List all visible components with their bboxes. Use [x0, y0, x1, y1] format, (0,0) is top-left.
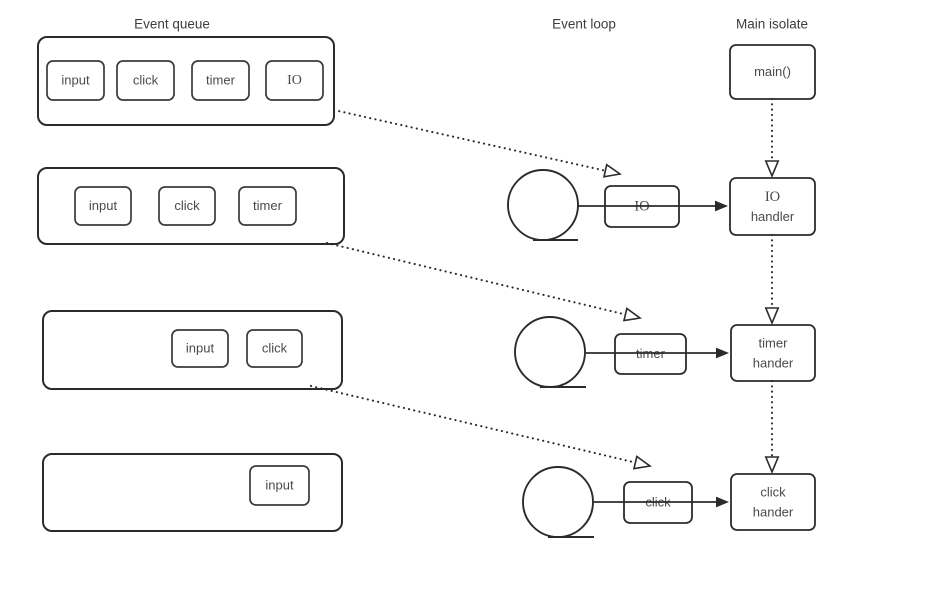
event-timer-box[interactable]: [614, 333, 687, 375]
event-chip-box-click[interactable]: [158, 186, 216, 226]
dispatch-arrow: [578, 200, 728, 212]
event-chip-box-click[interactable]: [246, 329, 303, 368]
handler-node[interactable]: IO handler: [729, 177, 816, 236]
handler-click-box[interactable]: [730, 473, 816, 531]
isolate-arrow-timer-to-click-head: [764, 456, 780, 475]
event-chip-label: input: [186, 340, 215, 355]
event-chip[interactable]: click: [116, 60, 175, 101]
column-title-event-loop: Event loop: [552, 17, 616, 32]
event-chip[interactable]: input: [249, 465, 310, 506]
event-chip[interactable]: timer: [238, 186, 297, 226]
event-queue-row: input click timer IO: [37, 36, 335, 126]
event-loop-circle: [507, 169, 579, 241]
event-chip[interactable]: click: [158, 186, 216, 226]
enqueue-arrow: [309, 384, 653, 470]
loop-timer-circle: [514, 316, 586, 388]
loop-click-circle: [522, 466, 594, 538]
isolate-flow-arrows-group: [764, 97, 780, 475]
event-chip-box-input[interactable]: [46, 60, 105, 101]
column-titles-group: Event queue Event loop Main isolate: [134, 17, 808, 32]
handler-main-label-line1: main(): [754, 64, 791, 79]
column-title-main-isolate: Main isolate: [736, 17, 808, 32]
enqueue-arrow-click-head: [632, 455, 653, 470]
handler-node[interactable]: timer hander: [730, 324, 816, 382]
handler-click-label-line1: click: [760, 484, 786, 499]
dispatch-arrow-timer-head: [716, 347, 729, 359]
enqueue-arrow-click-line: [309, 384, 652, 468]
isolate-flow-arrow: [764, 379, 780, 475]
event-chip-label: input: [265, 477, 294, 492]
handler-timer-box[interactable]: [730, 324, 816, 382]
handler-io-label-line1: IO: [765, 189, 780, 205]
isolate-flow-arrow: [764, 233, 780, 326]
isolate-arrow-io-to-timer-head: [764, 307, 780, 326]
event-chip-box-input[interactable]: [74, 186, 132, 226]
isolate-arrow-main-to-io-head: [764, 160, 780, 179]
event-chip-label: click: [174, 198, 200, 213]
event-loop-circles-group: [507, 169, 594, 538]
enqueue-arrow: [332, 108, 623, 178]
handler-nodes-group: main() IO handler timer hander click hander: [729, 44, 816, 531]
event-chip-box-input[interactable]: [249, 465, 310, 506]
event-chip-box-timer[interactable]: [191, 60, 250, 101]
event-chip[interactable]: timer: [191, 60, 250, 101]
enqueue-arrow-timer-line: [325, 241, 642, 320]
loop-io-circle: [507, 169, 579, 241]
handler-node[interactable]: main(): [729, 44, 816, 100]
dispatch-arrows-group: [578, 200, 729, 508]
handler-node[interactable]: click hander: [730, 473, 816, 531]
event-chip-label: click: [262, 340, 288, 355]
event-chip-box-timer[interactable]: [238, 186, 297, 226]
event-queue-row: input click timer: [37, 167, 345, 245]
event-node[interactable]: timer: [614, 333, 687, 375]
event-queues-group: input click timer IO input click timer input cli…: [37, 36, 345, 532]
event-chip-label: timer: [206, 72, 236, 87]
isolate-flow-arrow: [764, 97, 780, 179]
event-chip-label: click: [133, 72, 159, 87]
event-chip-label: input: [61, 72, 90, 87]
handler-io-label-line2: handler: [751, 209, 795, 224]
event-chip-box-IO[interactable]: [265, 60, 324, 101]
enqueue-arrows-group: [309, 108, 653, 470]
handler-io-box[interactable]: [729, 177, 816, 236]
event-chip-label: timer: [253, 198, 283, 213]
event-chip[interactable]: input: [46, 60, 105, 101]
dispatch-arrow: [594, 496, 729, 508]
dispatch-arrow-io-head: [715, 200, 728, 212]
handler-timer-label-line2: hander: [753, 355, 794, 370]
event-queue-row: input click: [42, 310, 343, 390]
enqueue-arrow-io-head: [602, 163, 623, 178]
queue-container-queue-1: [37, 36, 335, 126]
event-chip-label: IO: [287, 73, 302, 88]
enqueue-arrow: [325, 241, 643, 322]
enqueue-arrow-timer-head: [622, 307, 643, 322]
event-loop-circle: [522, 466, 594, 538]
event-queue-row: input: [42, 453, 343, 532]
dispatch-arrow: [586, 347, 729, 359]
event-chip-label: input: [89, 198, 118, 213]
event-chip[interactable]: input: [74, 186, 132, 226]
event-chip[interactable]: click: [246, 329, 303, 368]
event-chip[interactable]: input: [171, 329, 229, 368]
event-chip[interactable]: IO: [265, 60, 324, 101]
enqueue-arrow-io-line: [332, 108, 622, 176]
event-loop-circle: [514, 316, 586, 388]
event-chip-box-click[interactable]: [116, 60, 175, 101]
event-chip-box-input[interactable]: [171, 329, 229, 368]
dispatch-arrow-click-head: [716, 496, 729, 508]
column-title-event-queue: Event queue: [134, 17, 210, 32]
handler-click-label-line2: hander: [753, 504, 794, 519]
handler-timer-label-line1: timer: [759, 335, 789, 350]
